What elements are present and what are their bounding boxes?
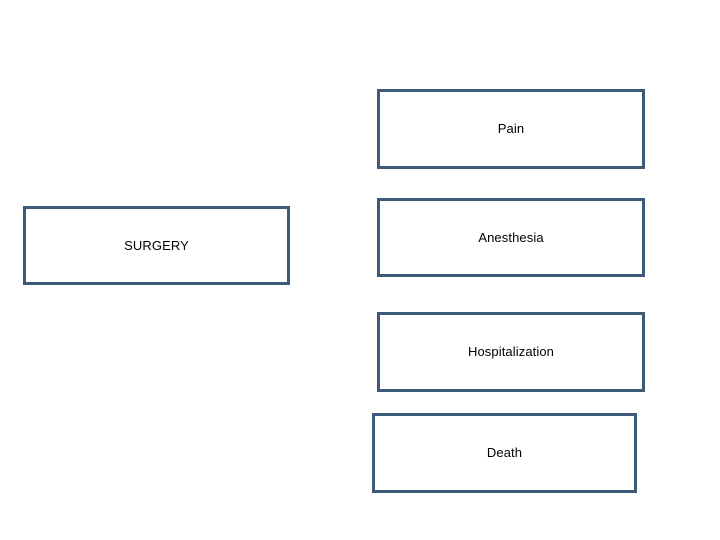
- diagram-node-pain-label: Pain: [497, 121, 525, 137]
- diagram-node-surgery-label: SURGERY: [124, 237, 189, 253]
- diagram-node-hospitalization-label: Hospitalization: [467, 344, 555, 360]
- diagram-node-pain[interactable]: Pain: [377, 89, 645, 169]
- diagram-node-death-label: Death: [486, 445, 523, 461]
- diagram-node-hospitalization[interactable]: Hospitalization: [377, 312, 645, 392]
- diagram-node-anesthesia[interactable]: Anesthesia: [377, 198, 645, 277]
- diagram-node-death[interactable]: Death: [372, 413, 637, 493]
- diagram-node-anesthesia-label: Anesthesia: [478, 229, 544, 245]
- diagram-node-surgery[interactable]: SURGERY: [23, 206, 290, 285]
